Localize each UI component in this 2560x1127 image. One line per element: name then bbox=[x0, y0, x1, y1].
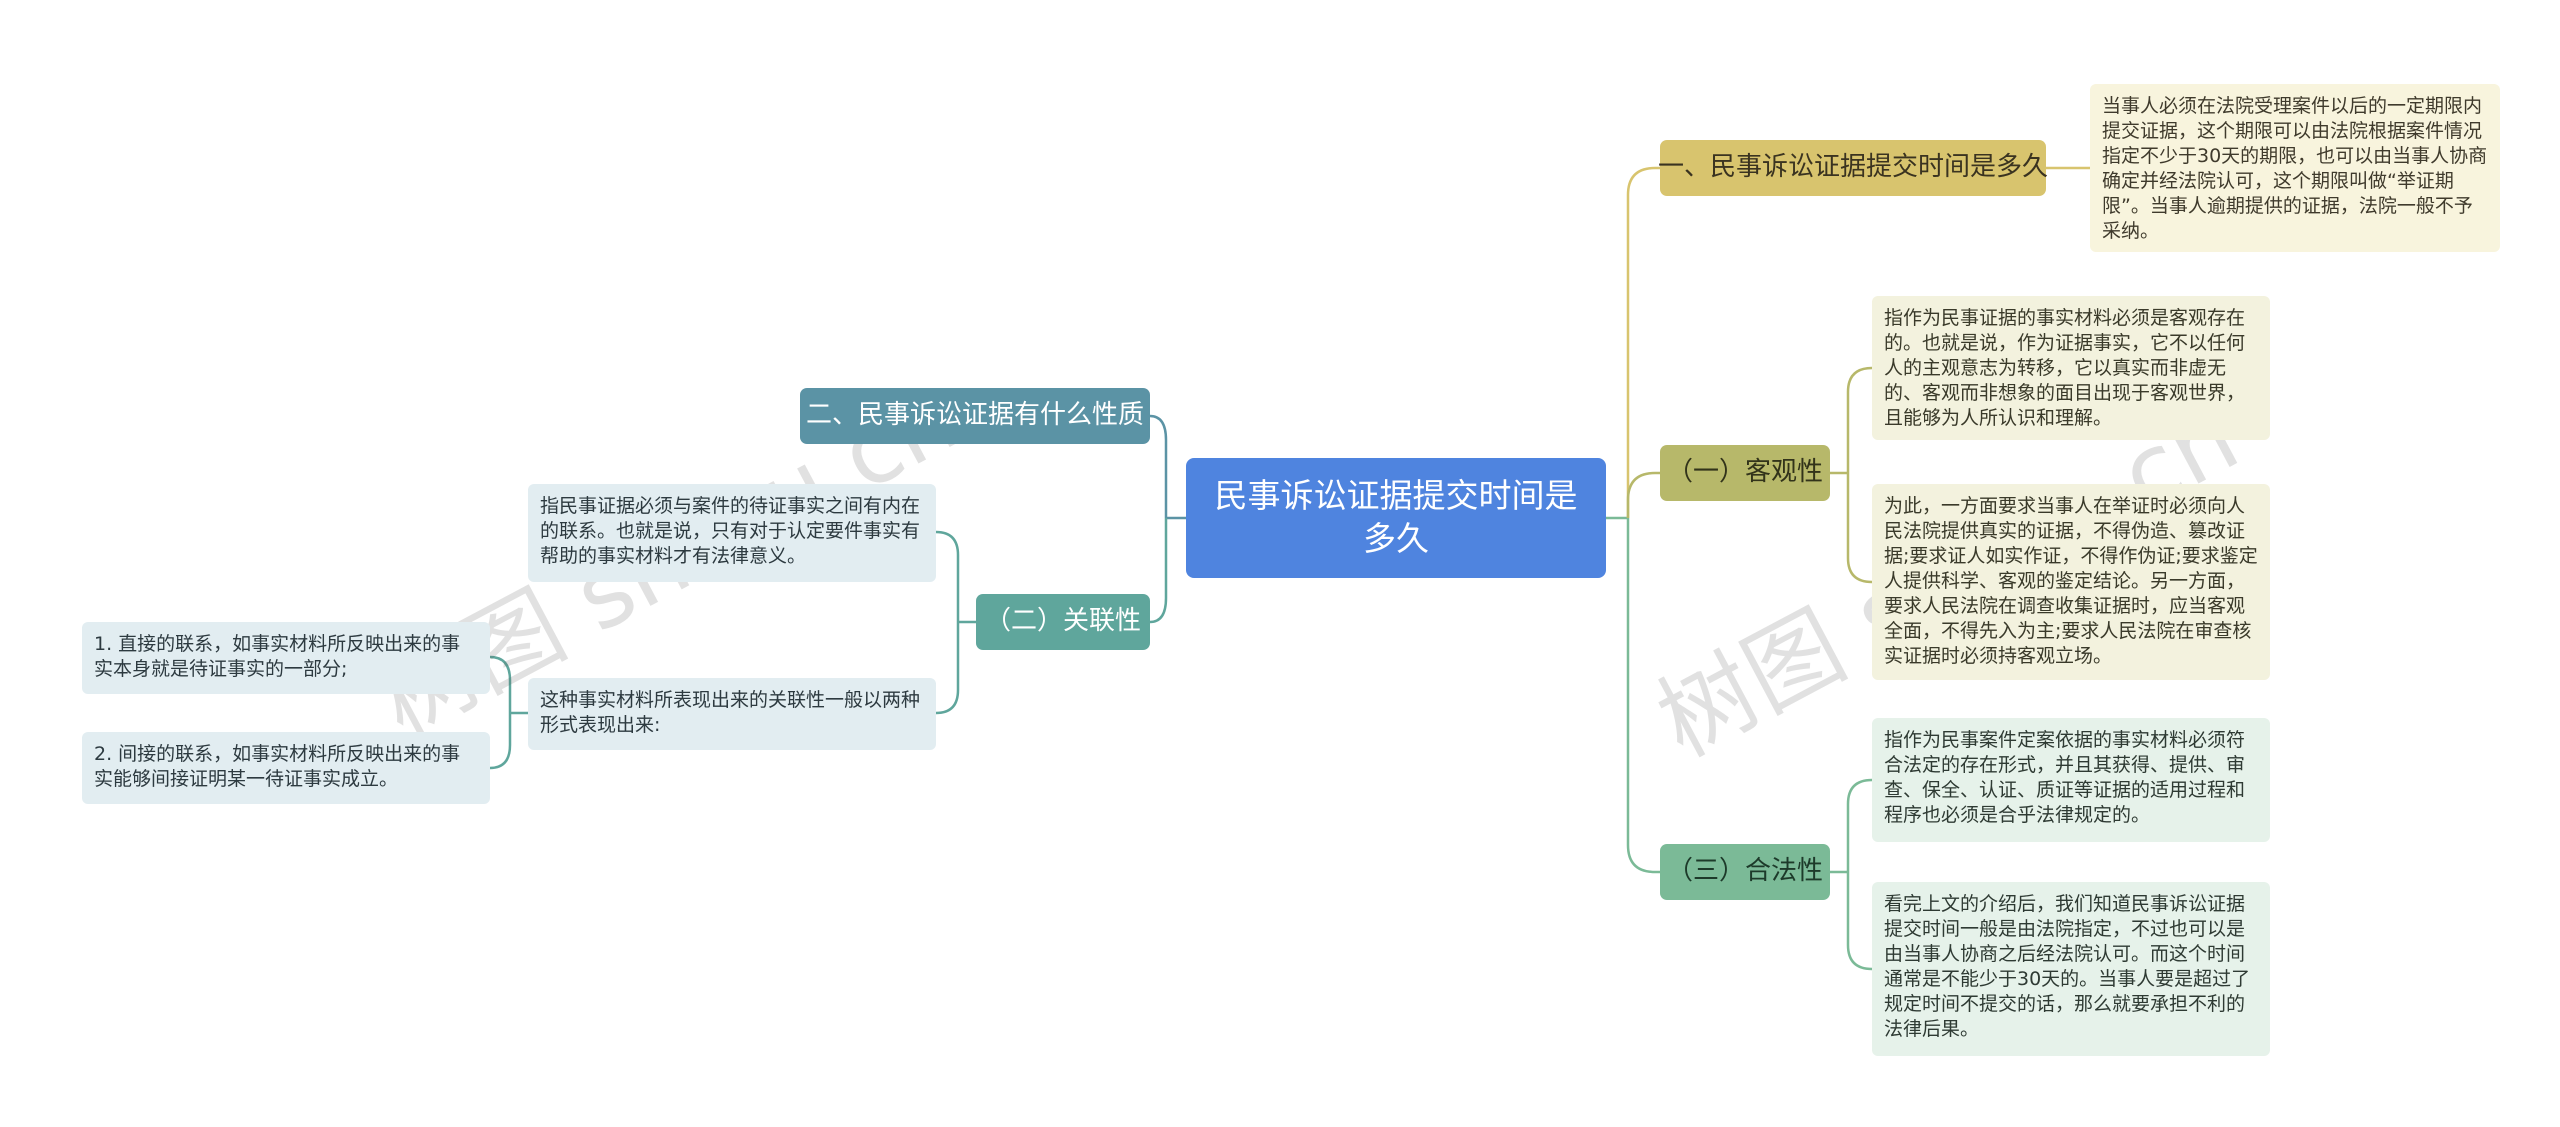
branch-relevance-label: （二）关联性 bbox=[985, 606, 1142, 637]
link-left-b4 bbox=[1149, 414, 1168, 518]
leaf-legality-summary[interactable]: 看完上文的介绍后，我们知道民事诉讼证据提交时间一般是由法院指定，不过也可以是由当… bbox=[1872, 882, 2270, 1056]
branch-legality-label: （三）合法性 bbox=[1667, 856, 1824, 887]
branch-submission-time-label: 一、民事诉讼证据提交时间是多久 bbox=[1658, 152, 2049, 183]
branch-submission-time[interactable]: 一、民事诉讼证据提交时间是多久 bbox=[1658, 140, 2049, 196]
branch-evidence-nature[interactable]: 二、民事诉讼证据有什么性质 bbox=[800, 388, 1150, 444]
link-left-b5 bbox=[1149, 518, 1168, 624]
branch-objectivity[interactable]: （一）客观性 bbox=[1660, 445, 1830, 501]
leaf-objectivity-definition[interactable]: 指作为民事证据的事实材料必须是客观存在的。也就是说，作为证据事实，它不以任何人的… bbox=[1872, 296, 2270, 440]
branch-evidence-nature-label: 二、民事诉讼证据有什么性质 bbox=[806, 400, 1145, 431]
leaf-indirect-connection-text: 2. 间接的联系，如事实材料所反映出来的事实能够间接证明某一待证事实成立。 bbox=[94, 743, 461, 791]
leaf-objectivity-requirements-text: 为此，一方面要求当事人在举证时必须向人民法院提供真实的证据，不得伪造、篡改证据;… bbox=[1884, 495, 2258, 668]
leaf-indirect-connection[interactable]: 2. 间接的联系，如事实材料所反映出来的事实能够间接证明某一待证事实成立。 bbox=[82, 732, 490, 804]
branch-relevance[interactable]: （二）关联性 bbox=[976, 594, 1150, 650]
leaf-legality-definition[interactable]: 指作为民事案件定案依据的事实材料必须符合法定的存在形式，并且其获得、提供、审查、… bbox=[1872, 718, 2270, 842]
leaf-direct-connection-text: 1. 直接的联系，如事实材料所反映出来的事实本身就是待证事实的一部分; bbox=[94, 633, 461, 681]
link-right-b1 bbox=[1626, 166, 1660, 518]
leaf-objectivity-definition-text: 指作为民事证据的事实材料必须是客观存在的。也就是说，作为证据事实，它不以任何人的… bbox=[1884, 307, 2246, 430]
root-topic[interactable]: 民事诉讼证据提交时间是多久 bbox=[1186, 458, 1606, 578]
branch-objectivity-label: （一）客观性 bbox=[1667, 457, 1824, 488]
leaf-relevance-definition-text: 指民事证据必须与案件的待证事实之间有内在的联系。也就是说，只有对于认定要件事实有… bbox=[540, 495, 921, 568]
root-topic-label: 民事诉讼证据提交时间是多久 bbox=[1214, 476, 1578, 558]
leaf-direct-connection[interactable]: 1. 直接的联系，如事实材料所反映出来的事实本身就是待证事实的一部分; bbox=[82, 622, 490, 694]
leaf-relevance-forms[interactable]: 这种事实材料所表现出来的关联性一般以两种形式表现出来: bbox=[528, 678, 936, 750]
branch-legality[interactable]: （三）合法性 bbox=[1660, 844, 1830, 900]
leaf-submission-time-text: 当事人必须在法院受理案件以后的一定期限内提交证据，这个期限可以由法院根据案件情况… bbox=[2102, 95, 2488, 243]
leaf-legality-summary-text: 看完上文的介绍后，我们知道民事诉讼证据提交时间一般是由法院指定，不过也可以是由当… bbox=[1884, 893, 2251, 1041]
leaf-legality-definition-text: 指作为民事案件定案依据的事实材料必须符合法定的存在形式，并且其获得、提供、审查、… bbox=[1884, 729, 2246, 827]
leaf-submission-time-detail[interactable]: 当事人必须在法院受理案件以后的一定期限内提交证据，这个期限可以由法院根据案件情况… bbox=[2090, 84, 2500, 252]
leaf-relevance-definition[interactable]: 指民事证据必须与案件的待证事实之间有内在的联系。也就是说，只有对于认定要件事实有… bbox=[528, 484, 936, 582]
link-leaf2-subs bbox=[489, 655, 528, 770]
link-right-b3 bbox=[1626, 518, 1660, 874]
link-b5-leaves bbox=[935, 530, 976, 715]
leaf-relevance-forms-text: 这种事实材料所表现出来的关联性一般以两种形式表现出来: bbox=[540, 689, 921, 737]
link-b2-leaves bbox=[1830, 366, 1873, 584]
link-b3-leaves bbox=[1830, 778, 1873, 971]
leaf-objectivity-requirements[interactable]: 为此，一方面要求当事人在举证时必须向人民法院提供真实的证据，不得伪造、篡改证据;… bbox=[1872, 484, 2270, 680]
link-right-b2 bbox=[1626, 471, 1660, 518]
